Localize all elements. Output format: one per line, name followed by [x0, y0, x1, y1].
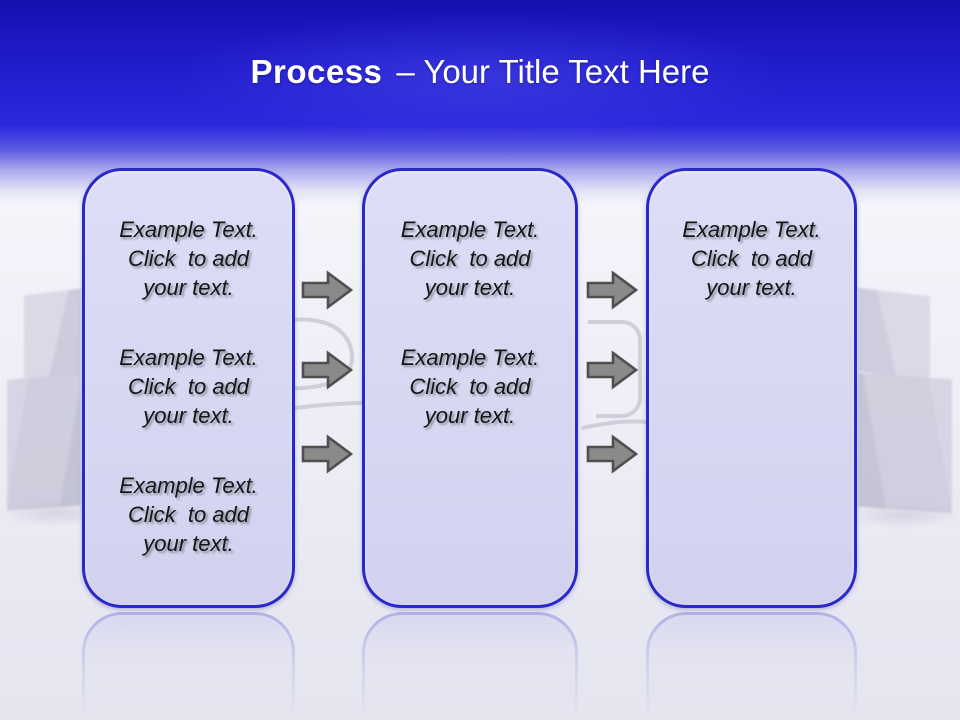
process-step-panel-1[interactable]: Example Text. Click to add your text. Ex… — [82, 168, 295, 608]
slide-title: Process – Your Title Text Here — [0, 0, 960, 90]
floor-shadow — [845, 502, 960, 528]
placeholder-text[interactable]: Example Text. Click to add your text. — [400, 217, 540, 300]
title-subtext: – Your Title Text Here — [396, 53, 710, 90]
panel-reflection — [362, 612, 578, 720]
title-keyword: Process — [250, 53, 383, 90]
arrow-right-icon — [301, 434, 353, 474]
process-step-panel-2[interactable]: Example Text. Click to add your text. Ex… — [362, 168, 578, 608]
panel-reflection — [646, 612, 857, 720]
placeholder-text[interactable]: Example Text. Click to add your text. — [119, 345, 258, 428]
arrow-right-icon — [301, 350, 353, 390]
arrow-right-icon — [586, 434, 638, 474]
placeholder-text[interactable]: Example Text. Click to add your text. — [119, 473, 258, 556]
arrow-right-icon — [301, 270, 353, 310]
placeholder-text[interactable]: Example Text. Click to add your text. — [119, 217, 258, 300]
process-step-panel-3[interactable]: Example Text. Click to add your text. — [646, 168, 857, 608]
arrow-right-icon — [586, 270, 638, 310]
placeholder-text[interactable]: Example Text. Click to add your text. — [400, 345, 540, 428]
panel-reflection — [82, 612, 295, 720]
arrow-right-icon — [586, 350, 638, 390]
placeholder-text[interactable]: Example Text. Click to add your text. — [682, 217, 821, 300]
